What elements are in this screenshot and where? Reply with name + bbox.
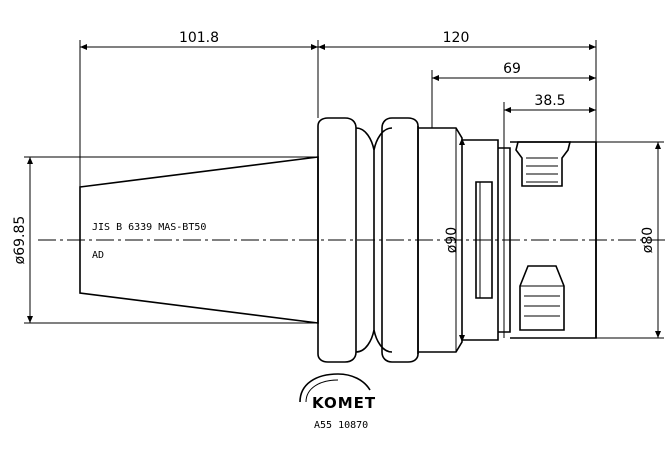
dim-overall-length-text: 120 xyxy=(443,30,470,46)
komet-logo: KOMET A55 10870 xyxy=(299,373,376,431)
dim-right-body-length: 69 xyxy=(431,61,596,128)
ad-annotation: AD xyxy=(92,250,104,261)
dim-end-diameter: ø80 xyxy=(596,141,664,339)
dim-bore-depth: 38.5 xyxy=(503,93,596,142)
logo-part-number: A55 10870 xyxy=(314,420,368,431)
dim-taper-diameter-text: ø69.85 xyxy=(12,216,28,265)
dim-overall-length: 120 xyxy=(318,30,597,142)
dim-taper-length: 101.8 xyxy=(79,30,319,187)
dim-taper-diameter: ø69.85 xyxy=(12,156,318,324)
standard-annotation: JIS B 6339 MAS-BT50 xyxy=(92,222,206,233)
dim-end-diameter-text: ø80 xyxy=(640,227,656,253)
nose xyxy=(503,141,597,339)
dim-body-diameter: ø90 xyxy=(444,138,465,342)
dim-body-diameter-text: ø90 xyxy=(444,227,460,253)
logo-arc-icon xyxy=(299,373,371,403)
dim-right-body-length-text: 69 xyxy=(503,61,521,77)
logo-brand: KOMET xyxy=(312,394,376,412)
dim-taper-length-text: 101.8 xyxy=(179,30,219,46)
dim-bore-depth-text: 38.5 xyxy=(534,93,565,109)
flange xyxy=(317,117,419,363)
